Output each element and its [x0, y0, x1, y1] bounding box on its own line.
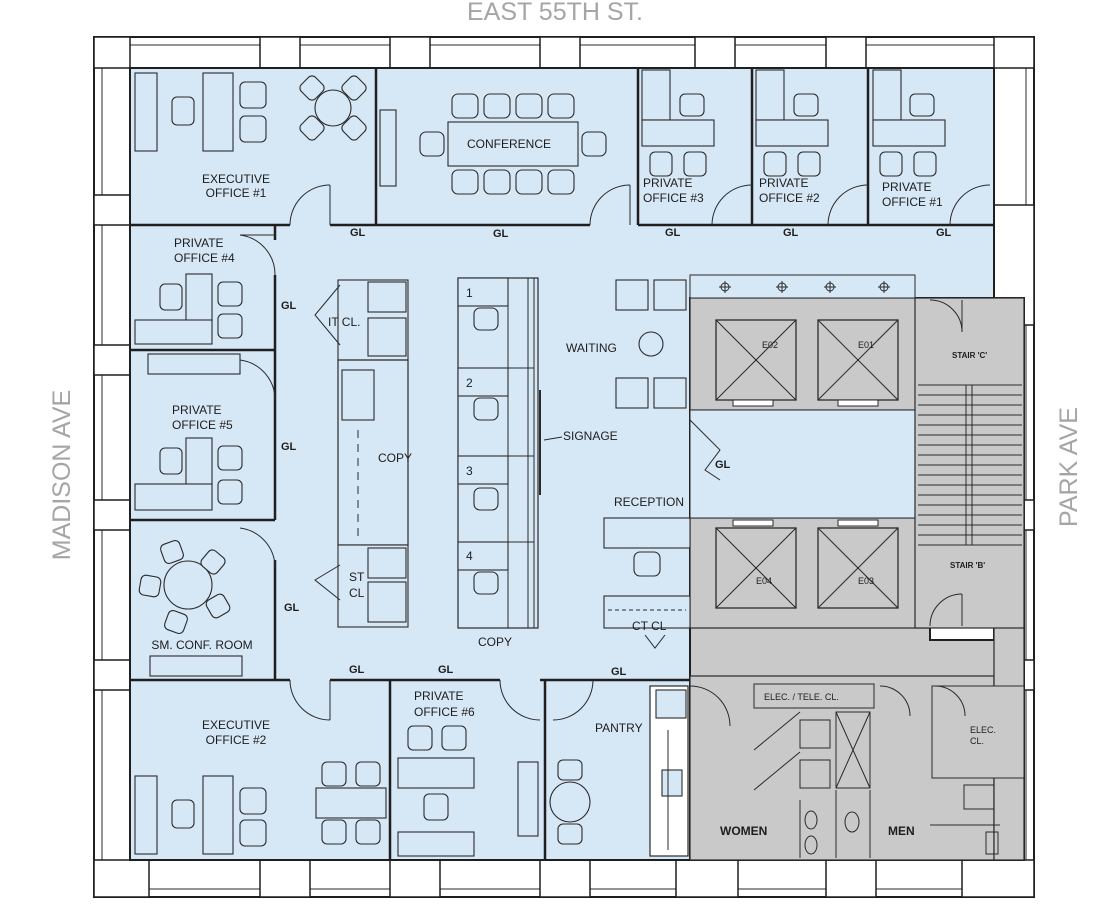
svg-text:CONFERENCE: CONFERENCE — [467, 137, 551, 151]
workstation-2-label: 2 — [466, 376, 473, 390]
private-office-2: PRIVATE OFFICE #2 — [755, 69, 829, 205]
svg-text:OFFICE #4: OFFICE #4 — [174, 251, 235, 265]
svg-text:OFFICE #3: OFFICE #3 — [643, 191, 704, 205]
interior-walls — [130, 68, 994, 860]
svg-text:ELEC.: ELEC. — [970, 725, 996, 735]
svg-text:E01: E01 — [858, 340, 874, 350]
private-office-4: PRIVATE OFFICE #4 — [134, 236, 243, 375]
workstations: 1 2 3 4 SIGNAGE COPY — [457, 277, 618, 649]
storage-closet-label: ST — [349, 570, 365, 584]
svg-text:GL: GL — [281, 300, 297, 312]
svg-text:GL: GL — [349, 664, 365, 676]
svg-text:GL: GL — [783, 227, 799, 239]
svg-text:GL: GL — [936, 227, 952, 239]
svg-text:OFFICE #5: OFFICE #5 — [172, 418, 233, 432]
private-office-1: PRIVATE OFFICE #1 — [872, 69, 946, 209]
svg-text:GL: GL — [611, 666, 627, 678]
svg-text:PRIVATE: PRIVATE — [882, 180, 932, 194]
svg-text:OFFICE #2: OFFICE #2 — [759, 191, 820, 205]
signage-label: SIGNAGE — [563, 429, 618, 443]
svg-text:PRIVATE: PRIVATE — [759, 176, 809, 190]
svg-text:OFFICE #6: OFFICE #6 — [414, 705, 475, 719]
svg-text:EXECUTIVE: EXECUTIVE — [202, 172, 270, 186]
elevator-e03: E03 — [817, 527, 899, 609]
svg-text:CL: CL — [349, 586, 365, 600]
svg-text:OFFICE #1: OFFICE #1 — [206, 186, 267, 200]
restrooms: ELEC. / TELE. CL. ELEC. CL. WOMEN MEN — [689, 683, 1025, 858]
svg-text:PRIVATE: PRIVATE — [643, 176, 693, 190]
svg-text:E04: E04 — [756, 576, 772, 586]
svg-text:OFFICE #1: OFFICE #1 — [882, 195, 943, 209]
elevator-e02: E02 — [715, 319, 797, 401]
conference-room: CONFERENCE — [379, 93, 607, 195]
small-conference-room: SM. CONF. ROOM — [138, 540, 253, 677]
executive-office-2: EXECUTIVE OFFICE #2 — [134, 718, 387, 855]
men-restroom-label: MEN — [888, 824, 915, 838]
private-office-6: PRIVATE OFFICE #6 — [397, 689, 475, 857]
workstation-3-label: 3 — [466, 464, 473, 478]
elevator-door-sills — [732, 399, 879, 527]
light-fixture-icons — [719, 281, 890, 293]
svg-text:E02: E02 — [762, 340, 778, 350]
stair-c: STAIR 'C' — [918, 299, 1022, 546]
elevator-e04: E04 — [715, 527, 797, 609]
street-label-west: MADISON AVE — [48, 390, 76, 560]
svg-text:OFFICE #2: OFFICE #2 — [206, 733, 267, 747]
copy-area: IT CL. COPY ST CL — [314, 279, 412, 628]
reception-area: RECEPTION CT CL — [603, 495, 691, 633]
door-swings — [239, 184, 991, 721]
waiting-label: WAITING — [566, 341, 617, 355]
svg-text:PANTRY: PANTRY — [595, 721, 643, 735]
svg-text:GL: GL — [284, 602, 300, 614]
copy-lower-label: COPY — [478, 635, 512, 649]
street-label-east: PARK AVE — [1055, 407, 1083, 527]
svg-text:STAIR 'C': STAIR 'C' — [952, 351, 987, 360]
waiting-area: WAITING — [566, 279, 687, 409]
svg-text:STAIR 'B': STAIR 'B' — [950, 561, 985, 570]
svg-text:GL: GL — [350, 227, 366, 239]
private-office-3: PRIVATE OFFICE #3 — [641, 69, 715, 205]
svg-text:E03: E03 — [858, 576, 874, 586]
women-restroom-label: WOMEN — [720, 824, 767, 838]
svg-text:GL: GL — [715, 459, 731, 471]
glass-partition-labels: GL GL GL GL GL GL GL GL GL GL GL GL — [281, 227, 952, 678]
copy-upper-label: COPY — [378, 451, 412, 465]
svg-text:PRIVATE: PRIVATE — [414, 689, 464, 703]
reception-label: RECEPTION — [614, 495, 684, 509]
it-closet-label: IT CL. — [328, 315, 360, 329]
private-office-5: PRIVATE OFFICE #5 — [134, 403, 243, 511]
svg-text:PRIVATE: PRIVATE — [172, 403, 222, 417]
svg-text:EXECUTIVE: EXECUTIVE — [202, 718, 270, 732]
svg-text:ELEC. / TELE. CL.: ELEC. / TELE. CL. — [764, 692, 839, 702]
executive-office-1: EXECUTIVE OFFICE #1 — [134, 72, 367, 200]
svg-text:GL: GL — [438, 664, 454, 676]
svg-text:GL: GL — [493, 228, 509, 240]
street-label-north: EAST 55TH ST. — [467, 0, 643, 26]
pantry: PANTRY — [517, 685, 689, 857]
svg-text:SM. CONF. ROOM: SM. CONF. ROOM — [151, 638, 252, 652]
svg-text:PRIVATE: PRIVATE — [174, 236, 224, 250]
workstation-1-label: 1 — [466, 286, 473, 300]
stair-b: STAIR 'B' — [929, 561, 985, 627]
workstation-4-label: 4 — [466, 549, 473, 563]
svg-text:CL.: CL. — [970, 736, 984, 746]
coat-closet-label: CT CL — [632, 619, 667, 633]
svg-text:GL: GL — [665, 227, 681, 239]
elevator-e01: E01 — [817, 319, 899, 401]
svg-text:GL: GL — [281, 441, 297, 453]
